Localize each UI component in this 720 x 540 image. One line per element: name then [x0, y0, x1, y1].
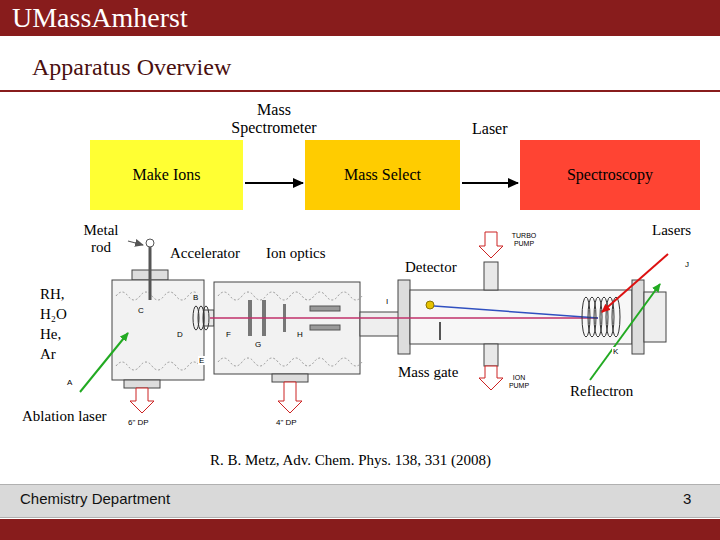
pump-arrow: [278, 382, 302, 413]
citation: R. B. Metz, Adv. Chem. Phys. 138, 331 (2…: [210, 452, 491, 469]
process-box: Mass Select: [305, 140, 460, 210]
flow-arrow: [462, 182, 518, 184]
part-label: Lasers: [652, 222, 691, 239]
transfer-tube: [360, 312, 400, 336]
callout-letter: B: [192, 293, 199, 302]
ablation-laser-beam: [80, 333, 128, 392]
detector: [426, 301, 434, 309]
gas-label: RH, H₂O He, Ar: [40, 284, 76, 364]
chamber-hatching: [218, 358, 362, 366]
part-label: Metal rod: [76, 222, 126, 257]
part-label: Reflectron: [570, 383, 633, 400]
pump-label: ION PUMP: [504, 374, 534, 390]
part-label: Accelerator: [170, 245, 240, 262]
end-window: [644, 292, 666, 342]
ion-beam: [210, 317, 598, 319]
box-label: Make Ions: [133, 165, 201, 184]
mass-gate: [439, 322, 441, 340]
einzel-lens: [310, 306, 340, 311]
pump-arrow: [479, 366, 503, 390]
flight-tube: [410, 290, 632, 344]
part-label: Ion optics: [266, 245, 326, 262]
edge-label: Laser: [470, 120, 510, 138]
footer-text: Chemistry Department: [20, 490, 170, 507]
part-label: Ablation laser: [22, 408, 107, 425]
einzel-lens: [310, 325, 340, 330]
edge-label: Mass Spectrometer: [217, 101, 331, 138]
callout-letter: D: [176, 330, 184, 339]
callout-letter: I: [385, 297, 389, 306]
part-label: Detector: [405, 259, 457, 276]
rod-knob: [146, 239, 154, 247]
callout-letter: K: [612, 347, 619, 356]
part-label: Mass gate: [398, 364, 458, 381]
pump-arrow: [130, 388, 154, 413]
callout-letter: A: [66, 378, 73, 387]
process-box: Spectroscopy: [520, 140, 700, 210]
pump-pipe: [484, 344, 498, 366]
title-rule: [0, 90, 720, 92]
chamber-hatching: [116, 362, 200, 370]
callout-letter: H: [296, 330, 304, 339]
source-chamber: [112, 280, 204, 380]
callout-letter: F: [225, 330, 232, 339]
laser-beam: [602, 254, 668, 312]
tube-flange: [398, 280, 410, 354]
pump-flange: [272, 374, 308, 382]
box-label: Spectroscopy: [567, 165, 653, 184]
pump-label: 6" DP: [128, 418, 149, 427]
metal-rod: [149, 246, 152, 300]
pump-flange: [124, 380, 160, 388]
flow-arrow: [245, 182, 303, 184]
laser-beam: [590, 284, 660, 380]
footer-bar: [0, 519, 720, 540]
pump-label: 4" DP: [276, 418, 297, 427]
logo-text: UMassAmherst: [12, 2, 188, 34]
chamber-hatching: [218, 292, 362, 300]
pump-pipe: [484, 262, 498, 290]
process-box: Make Ions: [90, 140, 243, 210]
callout-letter: J: [684, 260, 690, 269]
slide-title: Apparatus Overview: [32, 54, 231, 82]
leader-line: [128, 241, 143, 245]
tube-flange: [632, 280, 644, 354]
coil: [203, 306, 209, 330]
callout-letter: C: [137, 306, 145, 315]
pump-arrow: [479, 232, 503, 258]
chamber-hatching: [116, 292, 200, 300]
callout-letter: G: [254, 340, 262, 349]
ion-beam: [434, 306, 598, 318]
pump-label: TURBO PUMP: [504, 232, 544, 248]
page-number: 3: [683, 490, 691, 507]
callout-letter: E: [198, 356, 205, 365]
box-label: Mass Select: [344, 165, 421, 184]
